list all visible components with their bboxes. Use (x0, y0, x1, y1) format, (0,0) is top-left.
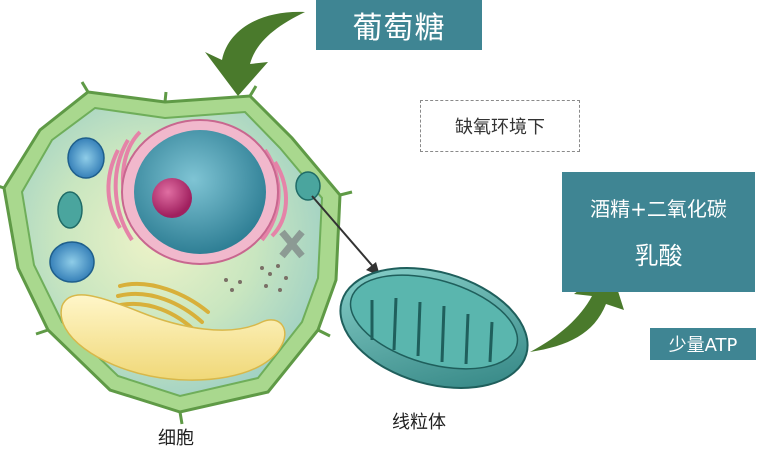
blocked-cross-mark (279, 229, 305, 259)
cell-caption: 细胞 (158, 428, 194, 449)
zoom-pointer-line (311, 195, 377, 271)
mitochondrion-illustration (339, 267, 529, 389)
product-lactic-acid: 乳酸 (634, 242, 683, 270)
glucose-label: 葡萄糖 (316, 0, 482, 50)
wall-joints (0, 81, 353, 425)
mitochondrion-inner (349, 274, 519, 370)
condition-label: 缺氧环境下 (420, 100, 580, 152)
atp-label: 少量ATP (650, 328, 756, 360)
small-mitochondrion-left (57, 191, 83, 229)
chloroplast-top (67, 137, 105, 179)
plant-cell (0, 81, 353, 425)
products-box: 酒精+二氧化碳 乳酸 (562, 172, 755, 292)
nucleus (134, 130, 266, 254)
cristae (370, 297, 494, 365)
mitochondrion-caption: 线粒体 (392, 412, 446, 433)
nucleolus (152, 178, 192, 218)
glucose-arrow (205, 11, 305, 96)
central-vacuole (60, 294, 286, 381)
product-alcohol-co2: 酒精+二氧化碳 (590, 197, 727, 221)
vesicles (224, 264, 288, 292)
small-mitochondrion-right (295, 171, 321, 201)
chloroplast-bottom (49, 241, 95, 283)
